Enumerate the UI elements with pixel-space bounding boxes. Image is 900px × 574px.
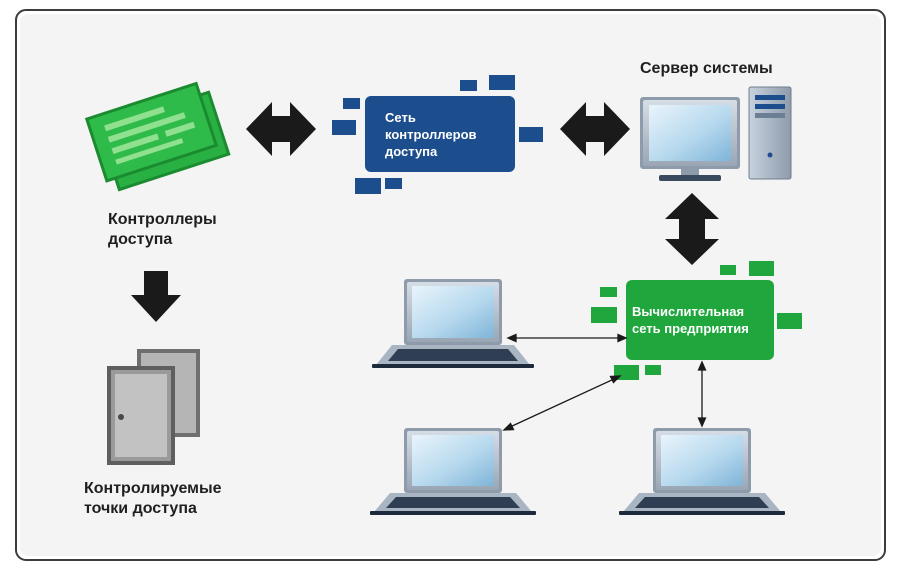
enterprise-network-label: Вычислительная сеть предприятия: [632, 303, 749, 337]
double-arrow-icon: [665, 193, 719, 265]
controllers-label-line-2: доступа: [108, 231, 173, 248]
enterprise-network-squares: [591, 261, 802, 380]
controllers-label-line-1: Контроллеры: [108, 211, 217, 228]
double-arrow-icon: [246, 102, 316, 156]
controller-boards-icon: [84, 81, 231, 192]
laptop-icon: [619, 428, 785, 515]
server-monitor-icon: [640, 97, 740, 181]
network-connections: [502, 333, 707, 431]
down-arrow-icon: [131, 271, 181, 322]
enterprise-network-label-line-1: Вычислительная: [632, 304, 745, 319]
controller-network-label-line-1: Сеть: [385, 110, 416, 125]
laptop-icon: [370, 428, 536, 515]
server-label: Сервер системы: [640, 60, 773, 77]
laptop-icon: [372, 279, 534, 368]
enterprise-network-label-line-2: сеть предприятия: [632, 321, 749, 336]
controller-network-label: Сеть контроллеров доступа: [385, 109, 477, 160]
server-tower-icon: [748, 86, 792, 180]
controller-network-label-line-2: контроллеров: [385, 127, 477, 142]
access-points-label: Контролируемые точки доступа: [84, 479, 222, 519]
door-icon: [107, 349, 200, 465]
access-points-label-line-1: Контролируемые: [84, 480, 222, 497]
controller-network-box: [365, 96, 515, 172]
double-arrow-icon: [560, 102, 630, 156]
controller-network-label-line-3: доступа: [385, 144, 438, 159]
access-points-label-line-2: точки доступа: [84, 500, 197, 517]
controllers-label: Контроллеры доступа: [108, 210, 217, 250]
enterprise-network-box: [626, 280, 774, 360]
controller-network-squares: [332, 75, 543, 194]
